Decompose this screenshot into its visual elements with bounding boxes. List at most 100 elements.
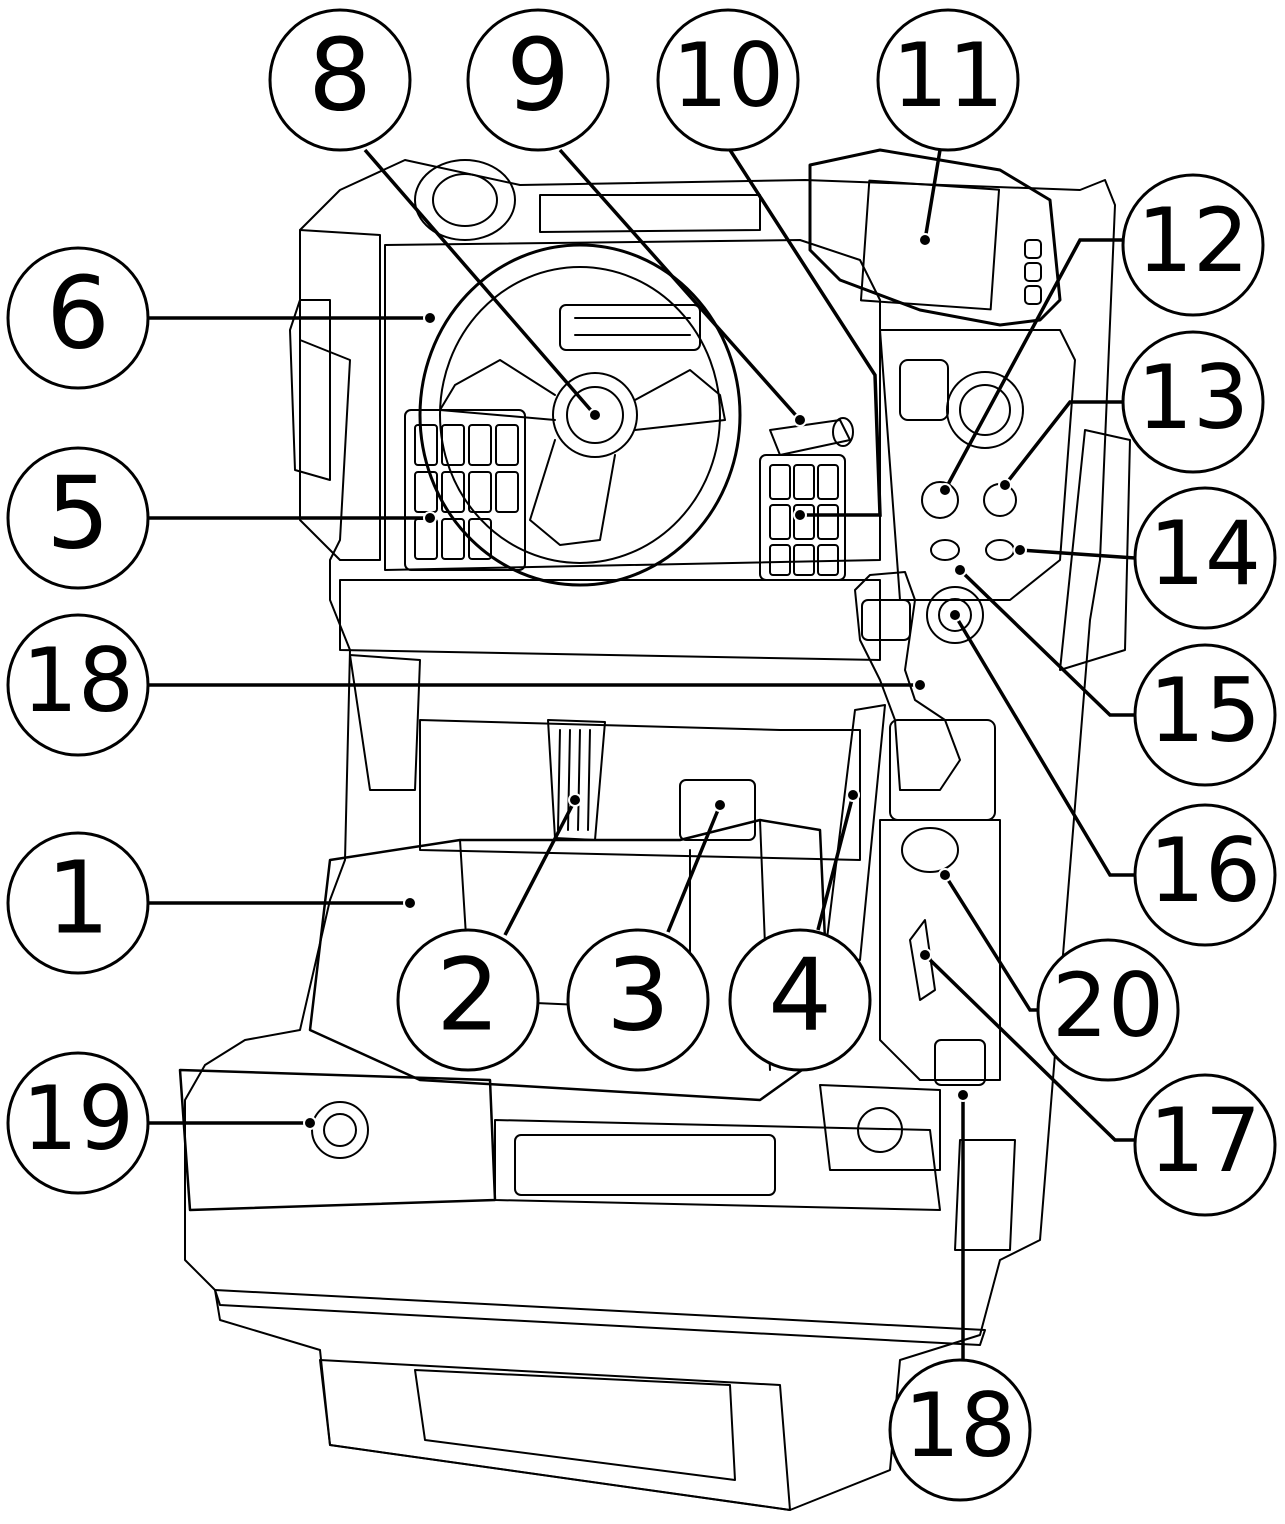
leader-dot-18	[913, 678, 927, 692]
leader-dot-2	[568, 793, 582, 807]
callout-circle	[876, 8, 1020, 152]
callout-20: 20	[1036, 938, 1180, 1082]
step-panel	[319, 1359, 791, 1511]
leader-line-9	[558, 148, 802, 422]
leader-line-3	[666, 804, 722, 933]
callout-16: 16	[1133, 803, 1277, 947]
cab-outline	[184, 159, 1116, 1511]
right-side-panel	[1059, 429, 1131, 671]
callout-6: 6	[6, 246, 150, 390]
callout-circle	[1133, 486, 1277, 630]
fuel-cap-19-center	[323, 1113, 357, 1147]
multifunction-lever	[769, 419, 851, 456]
knob-16	[926, 586, 984, 644]
defroster-vent	[539, 194, 761, 233]
leader-dot-17	[918, 948, 932, 962]
leader-line-10	[728, 149, 882, 517]
callout-label: 12	[1137, 189, 1249, 292]
left-lower-panel	[349, 654, 421, 791]
leader-line-13	[1003, 400, 1125, 487]
leader-dot-19	[303, 1116, 317, 1130]
cab-linework	[178, 148, 1131, 1511]
callout-15: 15	[1133, 643, 1277, 787]
leader-dot-12	[938, 483, 952, 497]
fuel-cap-19	[311, 1101, 369, 1159]
leader-dot-1	[403, 896, 417, 910]
callout-label: 16	[1149, 819, 1261, 922]
callout-circle	[1133, 803, 1277, 947]
radio-unit	[559, 304, 701, 351]
display-button	[1024, 262, 1042, 282]
display-housing	[808, 148, 1062, 327]
callout-18: 18	[888, 1358, 1032, 1502]
callout-2: 2	[396, 928, 540, 1072]
switch-bank-right-rocker-grid	[769, 464, 839, 576]
callout-label: 15	[1149, 659, 1261, 762]
callout-label: 5	[46, 454, 110, 571]
callout-circle	[1121, 173, 1265, 317]
callout-13: 13	[1121, 330, 1265, 474]
right-rear-post	[954, 1139, 1016, 1251]
steering-wheel	[418, 243, 742, 587]
callout-9: 9	[466, 8, 610, 152]
callout-circle	[1133, 1073, 1277, 1217]
rear-console-right	[819, 1084, 941, 1171]
callout-5: 5	[6, 446, 150, 590]
callout-10: 10	[656, 8, 800, 152]
callout-3: 3	[566, 928, 710, 1072]
leader-dot-14	[1013, 543, 1027, 557]
callout-circle	[728, 928, 872, 1072]
steering-wheel-inner	[439, 266, 721, 564]
leader-dot-5	[423, 511, 437, 525]
leader-line-15	[958, 568, 1135, 717]
steering-spoke-lower	[529, 439, 616, 546]
steering-hub	[552, 372, 638, 458]
leader-line-12	[943, 238, 1125, 491]
inching-pedal	[824, 704, 886, 961]
callout-4: 4	[728, 928, 872, 1072]
callout-circle	[6, 613, 150, 757]
callout-circle	[1121, 330, 1265, 474]
air-vent-left-inner	[432, 173, 498, 227]
storage-compartment	[514, 1134, 776, 1196]
callout-circle	[6, 246, 150, 390]
callout-circle	[888, 1358, 1032, 1502]
callout-label: 19	[22, 1067, 134, 1170]
leader-dot-4	[846, 788, 860, 802]
leader-line-8	[363, 148, 597, 417]
lever-17	[909, 919, 936, 1001]
leader-line-14	[1019, 548, 1136, 560]
steering-spoke-left	[439, 359, 556, 421]
lever-knob	[832, 417, 854, 447]
step-inner	[414, 1369, 736, 1481]
callout-19: 19	[6, 1051, 150, 1195]
callout-12: 12	[1121, 173, 1265, 317]
leader-dot-16	[948, 608, 962, 622]
joystick-buttons	[861, 599, 911, 641]
callout-label: 20	[1052, 954, 1164, 1057]
callout-label: 9	[506, 16, 570, 133]
console-socket-panel	[899, 359, 949, 421]
switch-bank-left	[404, 409, 526, 571]
callout-label: 2	[436, 936, 500, 1053]
callout-circle	[1133, 643, 1277, 787]
right-console-lower	[879, 819, 1001, 1081]
switch-20	[901, 827, 959, 873]
callout-circle	[466, 8, 610, 152]
callout-label: 18	[22, 629, 134, 732]
leader-line-11	[923, 149, 942, 241]
steering-hub-cap	[566, 386, 624, 444]
left-mirror-housing	[289, 299, 331, 481]
callout-circle	[6, 446, 150, 590]
callout-circle	[566, 928, 710, 1072]
leader-dot-20	[938, 868, 952, 882]
leader-lines	[148, 148, 1136, 1360]
callout-11: 11	[876, 8, 1020, 152]
callout-label: 11	[892, 24, 1004, 127]
callout-label: 8	[308, 16, 372, 133]
leader-dot-10	[793, 508, 807, 522]
callout-circle	[6, 831, 150, 975]
callout-18: 18	[6, 613, 150, 757]
